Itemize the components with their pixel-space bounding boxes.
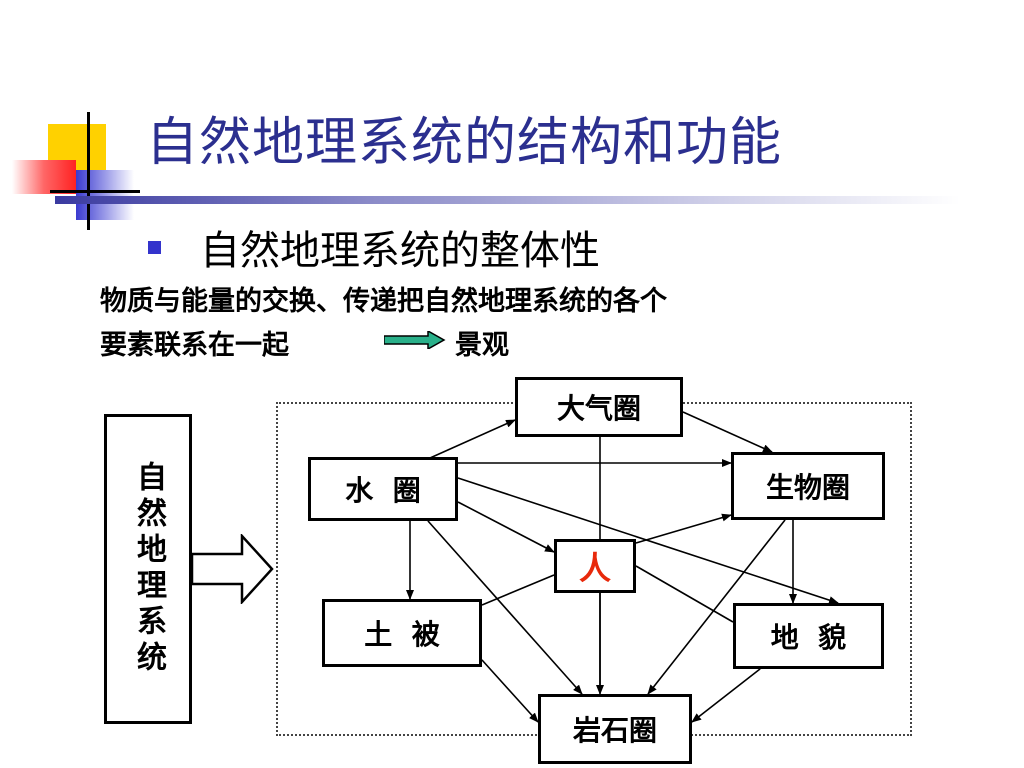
node-lithosphere: 岩石圈	[538, 694, 692, 764]
logo-vertical-line	[87, 112, 90, 230]
body-line-2: 要素联系在一起	[100, 330, 289, 361]
right-arrow-icon	[384, 331, 446, 349]
left-label-text: 自然地理系统	[131, 461, 166, 677]
edge-soil-rock	[472, 650, 539, 723]
node-biosphere: 生物圈	[731, 452, 885, 520]
slide-title: 自然地理系统的结构和功能	[146, 113, 783, 173]
edge-water-human	[457, 501, 555, 553]
bullet-square-icon	[148, 241, 161, 254]
edge-water-rock	[419, 511, 583, 695]
node-soil: 土 被	[322, 599, 482, 667]
bullet-text: 自然地理系统的整体性	[200, 228, 600, 274]
title-underline	[55, 196, 960, 204]
node-hydrosphere: 水 圈	[308, 457, 458, 521]
body-line-2-result: 景观	[455, 330, 509, 361]
edge-water-atmosphere	[420, 419, 516, 466]
edge-landform-rock	[691, 660, 770, 723]
left-label-box: 自然地理系统	[104, 414, 192, 724]
logo-red-bar	[12, 160, 76, 194]
node-atmosphere: 大气圈	[515, 377, 683, 437]
edge-human-soil	[481, 567, 564, 606]
logo-horizontal-line	[50, 190, 140, 193]
edge-human-landform	[626, 558, 734, 623]
hollow-right-arrow-icon	[190, 534, 274, 604]
edge-atmosphere-bio	[673, 404, 773, 453]
edge-human-bio	[626, 513, 732, 550]
node-human: 人	[554, 539, 636, 593]
edge-bio-rock	[647, 510, 794, 695]
node-landform: 地 貌	[733, 603, 884, 669]
logo-blue-square	[76, 170, 134, 220]
body-line-1: 物质与能量的交换、传递把自然地理系统的各个	[100, 286, 667, 317]
